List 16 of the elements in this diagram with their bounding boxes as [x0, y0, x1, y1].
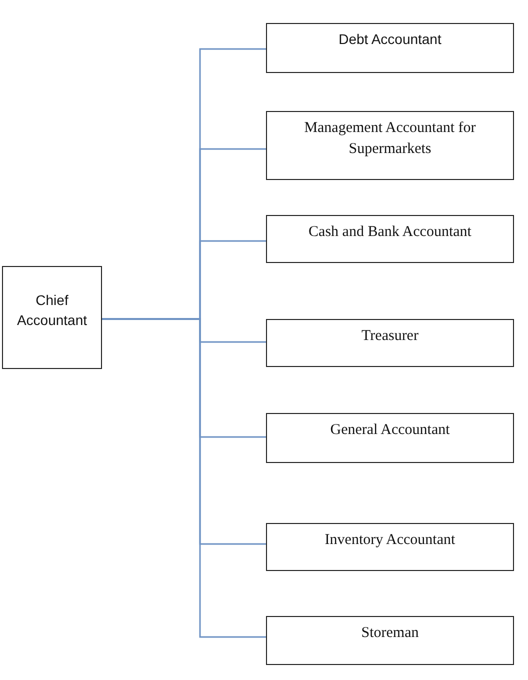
org-box: [266, 111, 514, 180]
org-box: [266, 413, 514, 463]
position-title: Debt Accountant: [338, 30, 442, 49]
org-box: [266, 523, 514, 571]
position-title: General Accountant: [329, 421, 451, 440]
org-box: [266, 23, 514, 73]
position-title: Treasurer: [360, 327, 420, 346]
org-box: [2, 266, 102, 369]
org-box: [266, 319, 514, 367]
position-title: Management Accountant for Supermarkets: [303, 119, 477, 159]
position-title: Storeman: [360, 624, 420, 643]
org-box: [266, 616, 514, 665]
position-title: Cash and Bank Accountant: [308, 223, 472, 242]
org-box: [266, 215, 514, 263]
position-title: Inventory Accountant: [324, 531, 456, 550]
position-title: Chief Accountant: [16, 291, 88, 330]
